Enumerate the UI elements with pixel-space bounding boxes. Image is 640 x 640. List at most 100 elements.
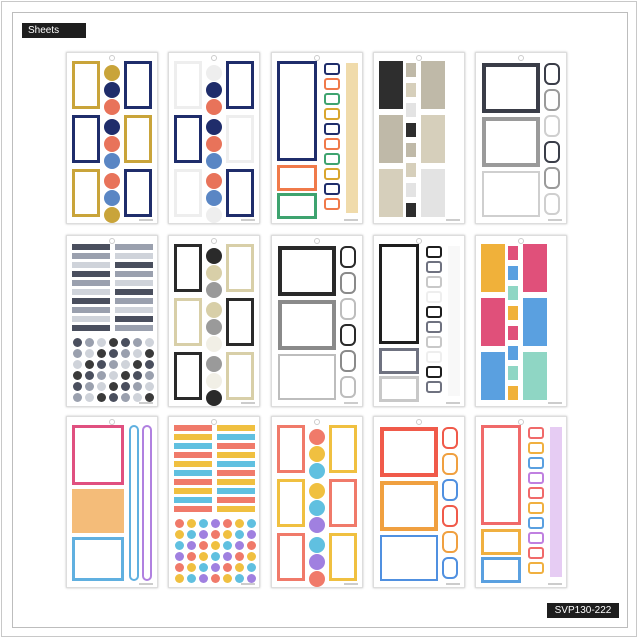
hang-hole <box>518 238 524 244</box>
hang-hole <box>211 419 217 425</box>
sticker-dot <box>199 574 208 583</box>
sticker-dot <box>187 574 196 583</box>
sticker-sheet[interactable] <box>66 52 158 224</box>
sticker-strip <box>72 244 110 250</box>
sticker-tab <box>550 427 562 577</box>
sticker-dot <box>145 371 154 380</box>
sticker-sheet[interactable] <box>373 52 465 224</box>
sticker-tab <box>448 246 460 396</box>
sticker-circle <box>309 571 325 587</box>
sticker-dot <box>73 382 82 391</box>
sticker-dot <box>235 563 244 572</box>
sticker-sheet[interactable] <box>475 52 567 224</box>
sticker-tab <box>340 376 356 398</box>
sticker-hexagon <box>528 442 544 454</box>
sticker-strip <box>72 298 110 304</box>
sticker-dot <box>223 530 232 539</box>
sticker-tab <box>544 89 560 111</box>
sticker-small <box>508 326 518 340</box>
sticker-circle <box>206 173 222 189</box>
sticker-dot <box>235 574 244 583</box>
sticker-sheet[interactable] <box>168 235 260 407</box>
sticker-dot <box>109 371 118 380</box>
sticker-sheet[interactable] <box>271 235 363 407</box>
sticker-dot <box>121 338 130 347</box>
sticker-box <box>379 348 419 374</box>
sticker-dot <box>109 338 118 347</box>
sticker-sheet[interactable] <box>475 235 567 407</box>
sticker-dot <box>175 574 184 583</box>
sticker-frame <box>278 300 336 350</box>
sticker-tab <box>340 298 356 320</box>
hang-hole <box>314 55 320 61</box>
sticker-sheet[interactable] <box>168 416 260 588</box>
sticker-sheet[interactable] <box>168 52 260 224</box>
sticker-small <box>406 103 416 117</box>
sticker-circle <box>309 517 325 533</box>
sticker-small <box>406 123 416 137</box>
sticker-tab <box>442 453 458 475</box>
sticker-photo <box>421 61 445 109</box>
sticker-circle <box>206 336 222 352</box>
sticker-hexagon <box>324 93 340 105</box>
sticker-sheet[interactable] <box>373 235 465 407</box>
hang-hole <box>416 55 422 61</box>
sticker-dot <box>199 541 208 550</box>
sticker-tab <box>340 324 356 346</box>
sticker-tab <box>442 505 458 527</box>
sticker-strip <box>174 497 212 503</box>
sticker-strip <box>217 443 255 449</box>
sticker-hexagon <box>528 532 544 544</box>
hang-hole <box>211 55 217 61</box>
sticker-dot <box>175 541 184 550</box>
sticker-strip <box>174 461 212 467</box>
sticker-circle <box>206 390 222 406</box>
sticker-photo <box>421 115 445 163</box>
sticker-circle <box>104 99 120 115</box>
sticker-hexagon <box>324 78 340 90</box>
sticker-sheet[interactable] <box>475 416 567 588</box>
sticker-strip <box>217 479 255 485</box>
sticker-strip <box>72 325 110 331</box>
sticker-box <box>72 489 124 533</box>
sticker-hexagon <box>426 366 442 378</box>
sticker-hexagon <box>528 502 544 514</box>
sticker-sheet[interactable] <box>66 416 158 588</box>
sticker-box <box>124 115 152 163</box>
brand-mark <box>446 402 460 404</box>
sticker-circle <box>206 319 222 335</box>
hang-hole <box>109 419 115 425</box>
sticker-box <box>277 425 305 473</box>
sticker-dot <box>109 382 118 391</box>
sticker-dot <box>187 552 196 561</box>
sticker-frame <box>380 427 438 477</box>
sticker-circle <box>206 356 222 372</box>
sticker-sheet[interactable] <box>66 235 158 407</box>
sticker-dot <box>247 563 256 572</box>
brand-mark <box>548 583 562 585</box>
content-frame <box>12 12 628 628</box>
sticker-small <box>406 163 416 177</box>
brand-mark <box>548 219 562 221</box>
sticker-dot <box>199 563 208 572</box>
sticker-dot <box>223 519 232 528</box>
sticker-hexagon <box>426 381 442 393</box>
sticker-strip <box>72 280 110 286</box>
product-code: SVP130-222 <box>547 603 619 618</box>
sticker-strip <box>217 470 255 476</box>
sticker-sheet[interactable] <box>271 52 363 224</box>
sticker-box <box>226 352 254 400</box>
sticker-small <box>406 143 416 157</box>
brand-mark <box>139 219 153 221</box>
sticker-circle <box>206 207 222 223</box>
sticker-circle <box>309 537 325 553</box>
sticker-strip <box>72 289 110 295</box>
sticker-dot <box>121 382 130 391</box>
hang-hole <box>109 238 115 244</box>
sticker-box <box>226 61 254 109</box>
sticker-hexagon <box>324 183 340 195</box>
sticker-hexagon <box>528 517 544 529</box>
sticker-sheet[interactable] <box>373 416 465 588</box>
sticker-sheet[interactable] <box>271 416 363 588</box>
